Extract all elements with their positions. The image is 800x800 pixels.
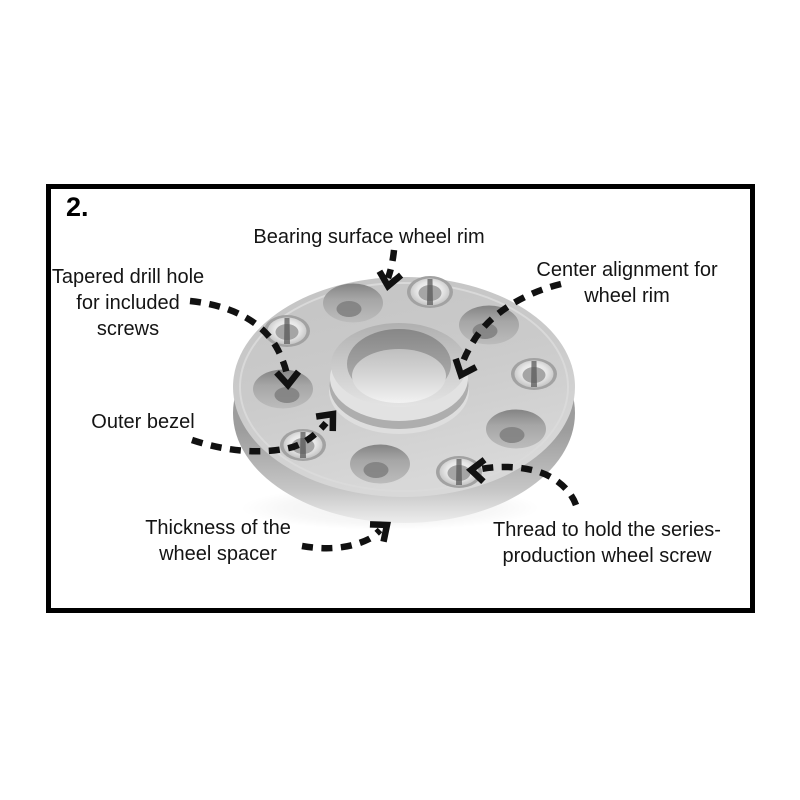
arrowhead-thickness [369,521,391,543]
arrowhead-center-alignment [452,357,478,380]
screw-hole-right [511,358,557,390]
annotation-arrows [189,249,580,552]
label-center-alignment: Center alignment for wheel rim [536,259,718,307]
arrow-bearing-surface [384,249,398,280]
step-number: 2. [66,192,89,222]
label-thread: Thread to hold the series- production wh… [493,519,721,567]
screw-hole-top [407,276,453,308]
arrow-outer-bezel [190,420,329,455]
recess-hole-bottom [350,444,410,484]
label-thickness: Thickness of the wheel spacer [145,517,291,565]
label-bearing-surface: Bearing surface wheel rim [253,226,485,248]
screw-hole-upper-left [264,315,310,347]
recess-hole-top [323,283,383,323]
spacer-chamfer-highlight [239,282,569,492]
arrowhead-thread [465,457,487,485]
screw-hole-lower-left [280,429,326,461]
screw-hole-bottom [436,456,482,488]
recess-hole-left [253,369,313,409]
arrowhead-tapered-drill-hole [274,369,302,391]
label-tapered-drill-hole: Tapered drill hole for included screws [51,266,205,340]
arrowhead-bearing-surface [376,269,404,291]
arrow-thickness [301,527,383,552]
arrow-center-alignment [458,280,562,368]
center-hub [329,323,469,434]
arrowhead-outer-bezel [315,410,337,432]
wheel-spacer-photo [233,276,575,530]
arrow-tapered-drill-hole [189,297,291,378]
recess-hole-right [486,409,546,449]
label-outer-bezel: Outer bezel [91,411,195,433]
